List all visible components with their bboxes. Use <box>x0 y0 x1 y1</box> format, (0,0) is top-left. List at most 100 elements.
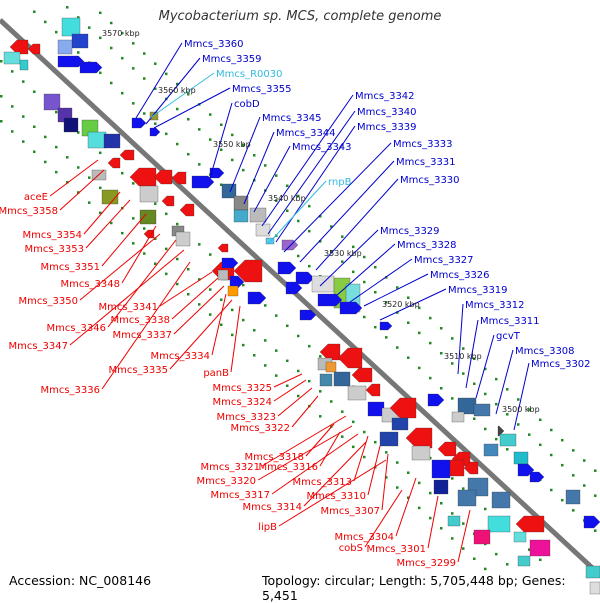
tick-dot <box>231 308 234 312</box>
gene-label-forward: Mmcs_3326 <box>430 270 490 281</box>
leader-line <box>303 441 367 507</box>
tick-dot <box>11 130 14 133</box>
leader-line <box>79 233 161 301</box>
tick-dot <box>176 107 179 111</box>
gene-block <box>499 433 517 447</box>
leader-line <box>211 293 227 356</box>
gene-label-reverse: Mmcs_3304 <box>334 532 394 543</box>
tick-dot <box>198 278 201 281</box>
tick-dot <box>286 324 289 328</box>
tick-dot <box>187 292 190 296</box>
tick-dot <box>99 11 102 15</box>
gene-label-reverse: Mmcs_3341 <box>98 302 158 313</box>
scale-tick-label: 3550 kbp <box>213 140 251 149</box>
gene-block <box>433 479 449 495</box>
tick-dot <box>352 270 355 274</box>
gene-label-forward: cobD <box>234 99 260 110</box>
gene-label-reverse: Mmcs_3358 <box>0 206 58 217</box>
scale-tick-label: 3520 kbp <box>382 300 420 309</box>
tick-dot <box>165 272 168 276</box>
forward-gene <box>299 309 317 321</box>
gene-label-reverse: Mmcs_3310 <box>306 491 366 502</box>
tick-dot <box>341 435 344 438</box>
reverse-gene <box>27 43 41 55</box>
tick-dot <box>44 20 47 24</box>
tick-dot <box>561 463 564 467</box>
tick-dot <box>121 91 124 95</box>
tick-dot <box>242 143 245 147</box>
gene-label-reverse: Mmcs_3317 <box>210 490 270 501</box>
gene-block <box>585 565 600 579</box>
tick-dot <box>297 254 300 258</box>
leader-line <box>379 288 447 321</box>
tick-dot <box>275 349 278 352</box>
tick-dot <box>77 51 80 54</box>
tick-dot <box>242 318 245 322</box>
gene-block <box>227 285 239 297</box>
tick-dot <box>99 186 102 190</box>
forward-gene <box>427 393 445 407</box>
tick-dot <box>451 477 454 480</box>
gene-block <box>379 431 399 447</box>
gene-labels: Mmcs_3360Mmcs_3359Mmcs_R0030Mmcs_3355cob… <box>0 39 591 569</box>
tick-dot <box>462 372 465 375</box>
reverse-gene <box>129 167 157 187</box>
gene-label-reverse: Mmcs_3321 <box>200 462 260 473</box>
tick-dot <box>231 133 234 137</box>
gene-label-forward: Mmcs_3359 <box>202 54 262 65</box>
forward-gene <box>339 301 363 315</box>
leader-line <box>230 305 241 373</box>
tick-dot <box>539 443 542 447</box>
tick-dot <box>396 346 399 349</box>
tick-dot <box>176 142 179 146</box>
tick-dot <box>572 509 575 512</box>
gene-block <box>391 417 409 431</box>
tick-dot <box>352 420 355 424</box>
tick-dot <box>440 327 443 330</box>
tick-dot <box>407 356 410 359</box>
gene-block <box>457 397 477 415</box>
gene-block <box>139 209 157 225</box>
tick-dot <box>396 286 399 289</box>
tick-dot <box>297 369 300 373</box>
tick-dot <box>132 217 135 220</box>
gene-label-reverse: Mmcs_3325 <box>212 383 272 394</box>
tick-dot <box>0 120 3 123</box>
tick-dot <box>66 156 69 159</box>
gene-label-forward: Mmcs_3360 <box>184 39 244 50</box>
forward-gene <box>191 175 215 189</box>
gene-label-reverse: Mmcs_3337 <box>112 330 172 341</box>
tick-dot <box>99 71 102 75</box>
tick-dot <box>253 329 256 332</box>
leader-line <box>457 509 471 563</box>
tick-dot <box>374 290 377 294</box>
gene-block <box>63 117 79 133</box>
leader-line <box>475 334 495 399</box>
tick-dot <box>165 132 168 136</box>
tick-dot <box>506 413 509 416</box>
gene-block <box>319 373 333 387</box>
forward-gene <box>247 291 267 305</box>
gene-label-forward: Mmcs_3308 <box>515 346 575 357</box>
tick-dot <box>418 331 421 335</box>
tick-dot <box>308 344 311 348</box>
tick-dot <box>495 377 498 381</box>
reverse-gene <box>171 171 187 185</box>
tick-dot <box>209 313 212 316</box>
leader-line <box>427 495 439 549</box>
gene-block <box>529 539 551 557</box>
gene-block <box>517 555 531 567</box>
tick-dot <box>33 125 36 129</box>
tick-dot <box>319 390 322 393</box>
leader-line <box>101 261 191 390</box>
tick-dot <box>220 298 223 301</box>
reverse-gene <box>233 259 263 283</box>
reverse-gene <box>463 461 479 475</box>
leader-line <box>364 489 403 548</box>
gene-block <box>513 531 527 543</box>
leader-line <box>278 459 387 527</box>
leader-line <box>305 423 335 457</box>
tick-dot <box>528 408 531 411</box>
tick-dot <box>418 481 421 485</box>
gene-label-forward: Mmcs_R0030 <box>216 69 282 80</box>
